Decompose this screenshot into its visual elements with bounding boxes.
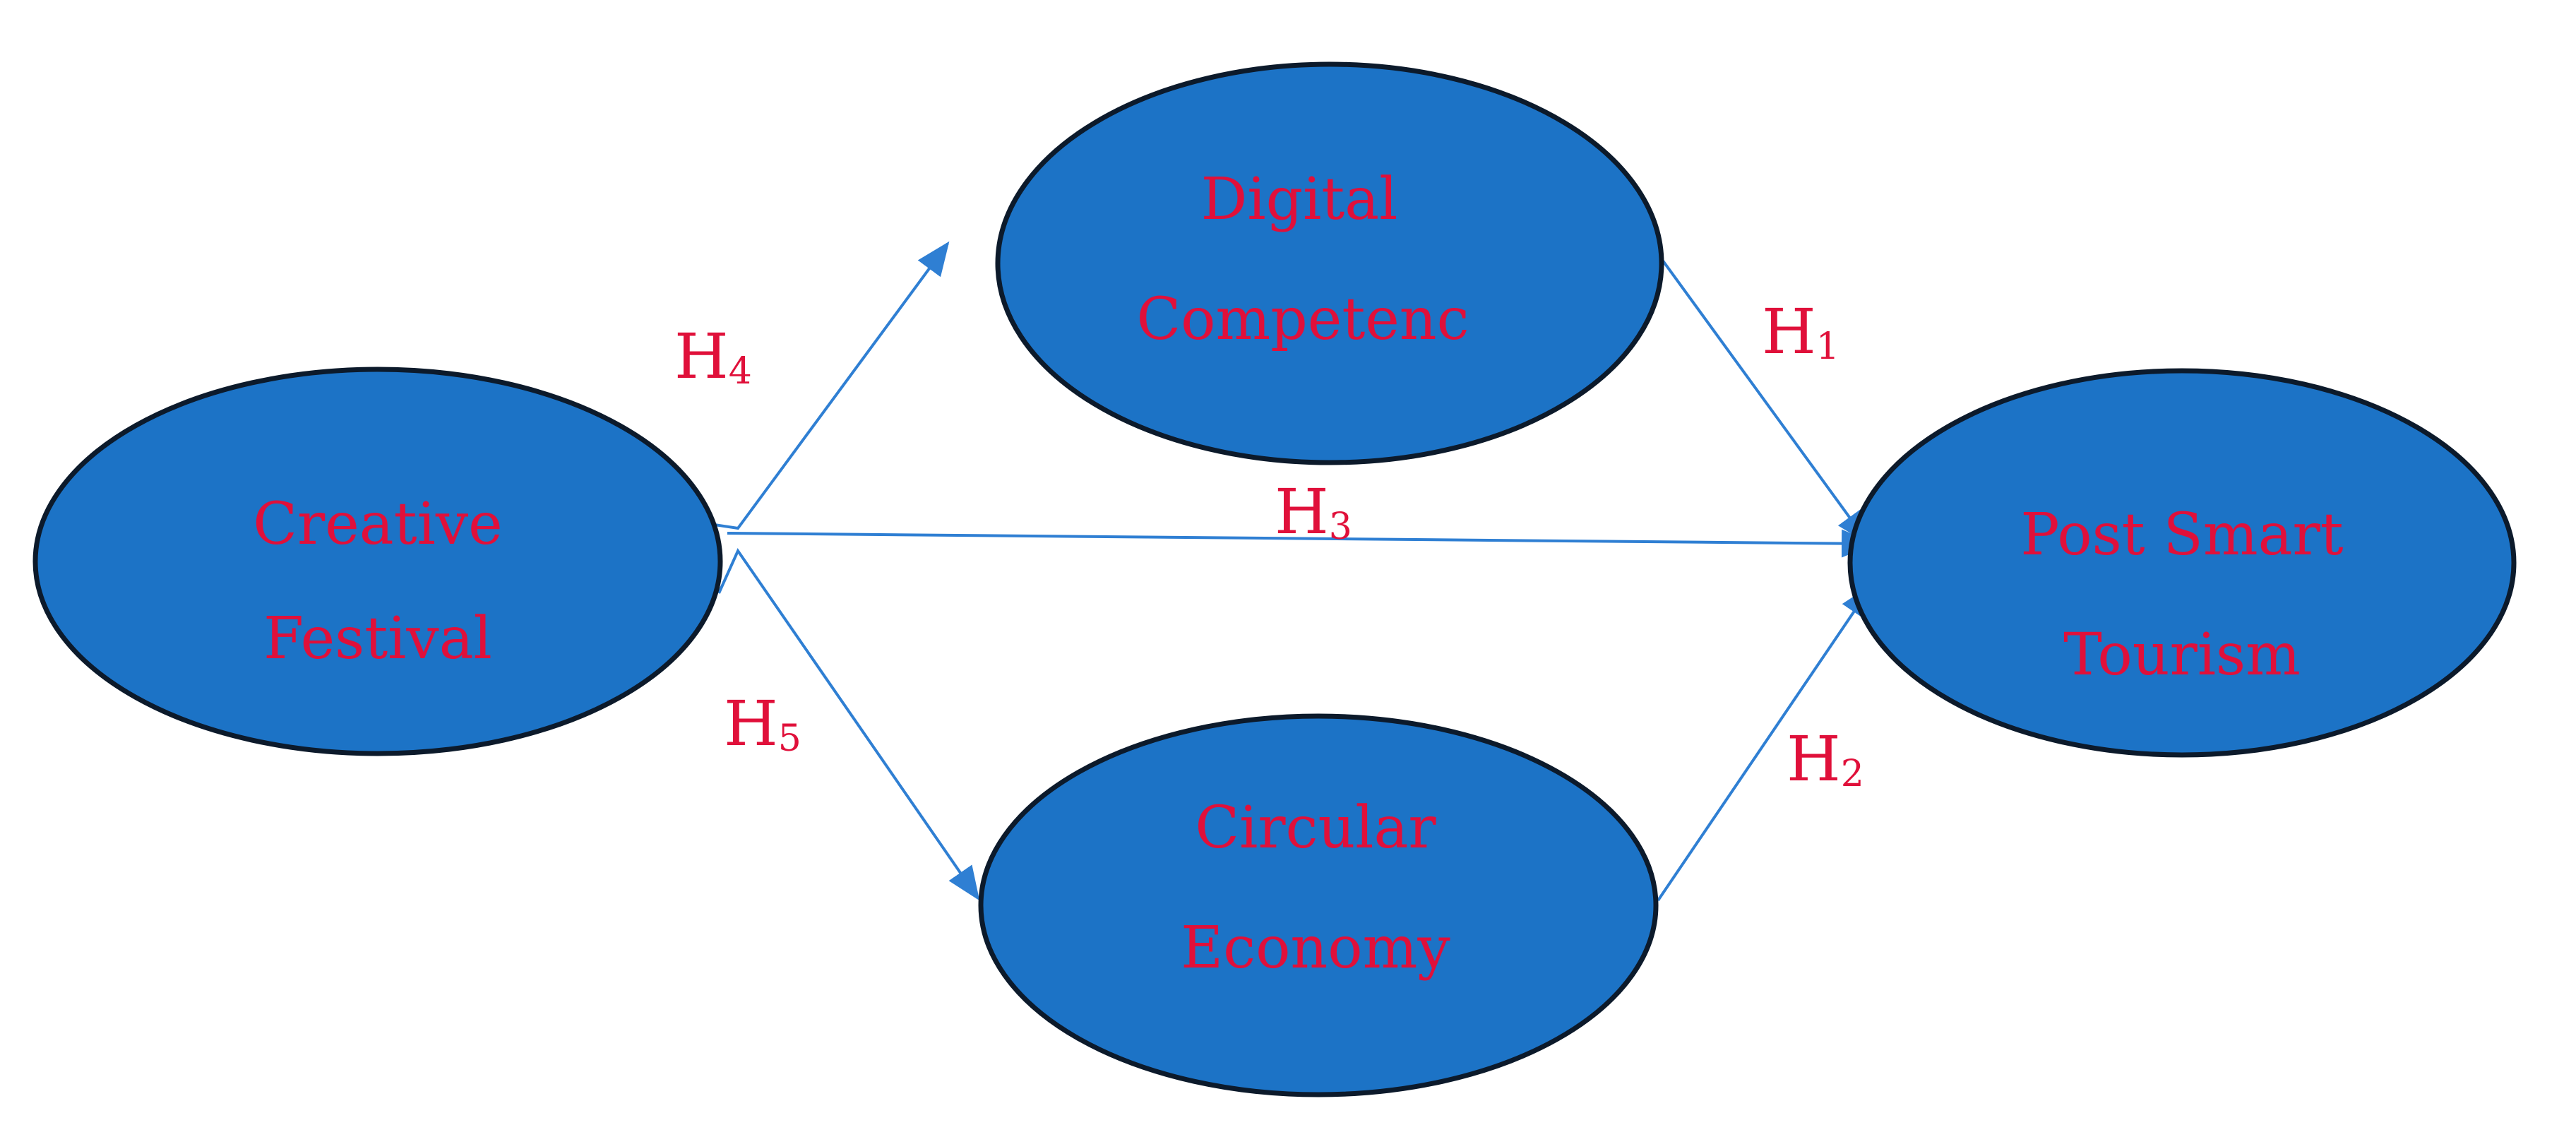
edge-h5 [717, 547, 980, 901]
creative-festival-label-line1: Creative [253, 491, 502, 558]
creative-festival-label-line2: Festival [263, 605, 492, 672]
edge-h2 [1657, 583, 1873, 902]
hypothesis-labels: H4 H5 H3 H1 H2 [674, 295, 1864, 795]
circular-economy-ellipse [978, 713, 1659, 1097]
hypothesis-label-h4: H4 [674, 320, 752, 393]
edge-h4 [714, 241, 950, 530]
edge-h3 [727, 529, 1876, 558]
circular-economy-label-line1: Circular [1195, 794, 1436, 862]
post-smart-tourism-ellipse [1847, 368, 2517, 758]
hypothesis-label-h1: H1 [1762, 295, 1839, 368]
creative-festival-ellipse [32, 367, 723, 756]
node-creative-festival: Creative Festival [32, 367, 723, 756]
hypothesis-label-h5: H5 [724, 687, 801, 760]
digital-competence-label-line2: Competenc [1136, 286, 1469, 353]
node-post-smart-tourism: Post Smart Tourism [1847, 368, 2517, 758]
node-digital-competence: Digital Competenc [995, 61, 1664, 465]
digital-competence-ellipse [995, 61, 1664, 465]
hypothesis-label-h2: H2 [1787, 722, 1864, 795]
circular-economy-label-line2: Economy [1181, 915, 1450, 982]
digital-competence-label-line1: Digital [1201, 166, 1398, 233]
post-smart-tourism-label-line1: Post Smart [2020, 501, 2343, 569]
node-circular-economy: Circular Economy [978, 713, 1659, 1097]
hypothesis-label-h3: H3 [1275, 475, 1352, 548]
post-smart-tourism-label-line2: Tourism [2063, 621, 2301, 689]
